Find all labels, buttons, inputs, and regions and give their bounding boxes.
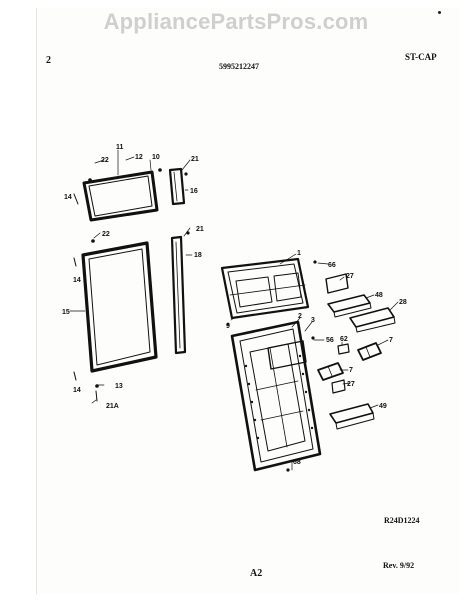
callout-label: 14 [73,387,81,394]
callout-label: 7 [389,337,393,344]
callout-label: 11 [116,144,124,151]
freezer-door-liner [220,257,310,320]
freezer-door-trim [168,167,186,206]
callout-label: 56 [326,337,334,344]
callout-label: 10 [152,154,160,161]
callout-label: 22 [102,231,110,238]
corner-mark [438,11,441,14]
callout-label: 21 [196,226,204,233]
dairy-shelf [327,294,372,318]
bottle-retainer-upper [357,342,382,361]
watermark: AppliancePartsPros.com [103,9,369,34]
page-number: 2 [46,55,51,66]
model-number: 5995212247 [219,62,259,71]
butter-bin [325,273,349,294]
callout-label: 13 [115,383,123,390]
revision-date: Rev. 9/92 [383,561,415,570]
callout-label: 21A [106,403,119,410]
callout-label: 16 [190,188,198,195]
callout-label: 9 [226,323,230,330]
bottle-retainer-lower [317,362,344,381]
callout-label: 68 [293,459,301,466]
fresh-food-door-trim [170,235,187,355]
fresh-food-door-gasket [81,241,158,373]
callout-label: 28 [399,299,407,306]
egg-tray [337,343,350,355]
fresh-food-door-liner [230,320,322,472]
callout-label: 48 [375,292,383,299]
callout-label: 2 [298,313,302,320]
callout-label: 12 [135,154,143,161]
callout-label: 62 [340,336,348,343]
callout-label: 49 [379,403,387,410]
callout-label: 3 [311,317,315,324]
callout-label: 14 [73,277,81,284]
freezer-door-gasket [82,170,159,222]
figure-label: A2 [250,568,263,579]
callout-label: 7 [349,367,353,374]
callout-label: 21 [191,156,199,163]
callout-label: 27 [347,381,355,388]
callout-label: 14 [64,194,72,201]
reference-code: R24D1224 [384,516,420,525]
diagram-sheet [36,8,459,594]
callout-label: 15 [62,309,70,316]
screw-fasteners [73,193,98,402]
callout-label: 66 [328,262,336,269]
section-code: ST-CAP [405,52,437,62]
callout-label: 27 [346,273,354,280]
door-shelf-upper [349,307,396,333]
callout-label: 18 [194,252,202,259]
leader-lines [69,149,399,471]
callout-label: 1 [297,250,301,257]
small-bin [331,379,346,394]
door-shelf-lower [329,403,375,430]
callout-label: 22 [101,157,109,164]
